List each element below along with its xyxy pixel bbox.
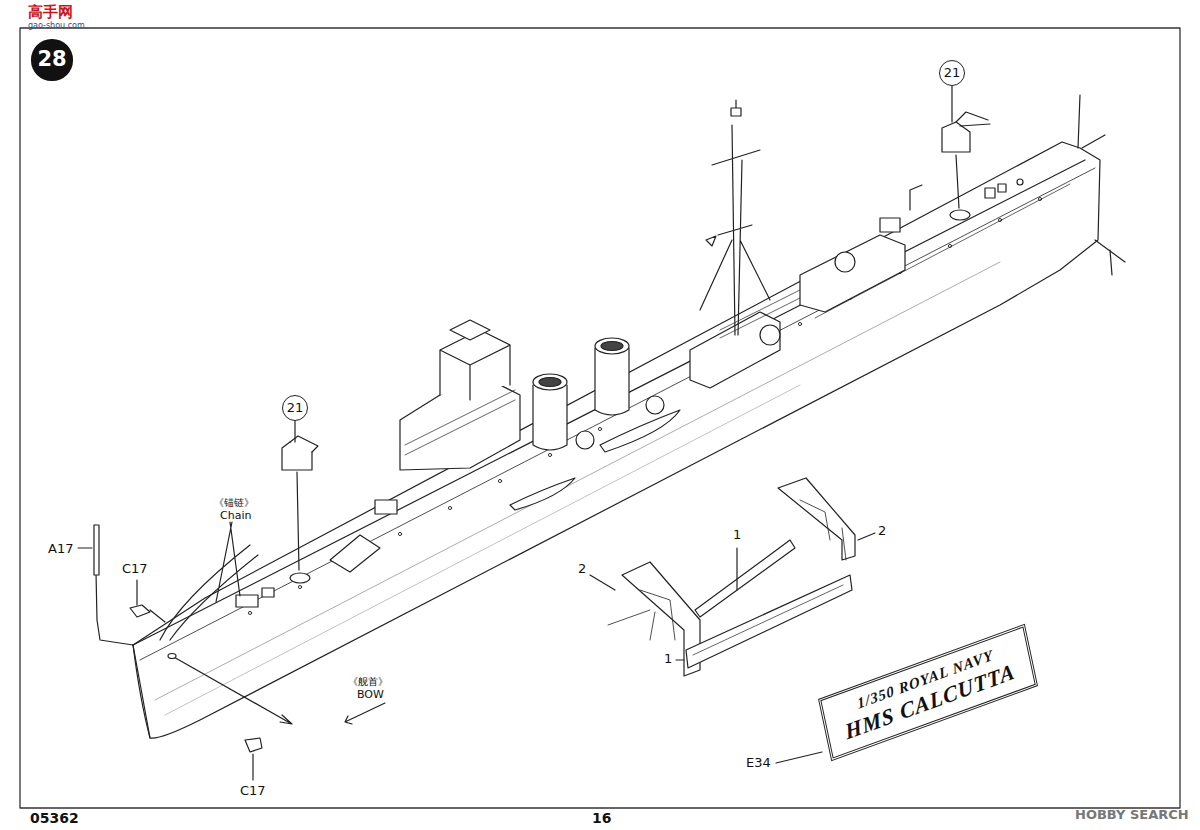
aa-gun [760,325,780,345]
stand-rail [695,540,795,617]
node-text: 28 [37,48,66,71]
bow-arrow [345,703,385,724]
anchor-part [245,738,262,752]
bridge-tower [440,330,510,400]
leader-line [78,547,92,548]
railing [720,290,800,338]
node-text: 21 [944,66,961,80]
bow-stem [133,645,150,738]
callout-number: 21 [282,395,309,422]
node-text: 21 [287,401,304,415]
deck-fitting [985,188,995,198]
hawse-pipe [168,654,176,659]
turret-ring [290,573,310,583]
breakwater [330,535,380,572]
watermark: gao-shou.com [28,22,85,31]
funnel [595,348,629,415]
leader-line [137,580,165,622]
part-number: 1 [733,528,741,542]
turret-part [956,112,990,126]
funnel [533,385,567,450]
page-number: 16 [592,811,611,826]
part-number: C17 [240,784,266,798]
leader-line [650,528,846,640]
director [450,320,490,340]
mast [700,100,770,335]
deck-edge [133,160,1085,645]
aa-gun [646,396,664,414]
ship-boat [600,410,680,452]
leader-line [252,754,253,780]
part-number: A17 [48,542,73,556]
mast-top [731,108,741,116]
anchor-gear [236,595,258,607]
leader-line [172,656,292,724]
hull-line [140,168,1095,660]
jackstaff-part [95,525,133,645]
part-number: 2 [578,562,586,576]
anchor-gear [262,588,274,597]
page-frame [20,28,1180,808]
stand-support [608,590,675,640]
deck-fitting [1017,179,1023,185]
funnel-cap [601,342,623,351]
jackstaff-part [94,525,99,575]
stern-staff [1078,95,1105,148]
kit-number: 05362 [30,811,79,826]
railing [405,390,515,455]
funnel-cap [539,378,561,387]
name-plate: 1/350 ROYAL NAVYHMS CALCUTTA [818,623,1038,760]
leader-line [776,752,822,763]
watermark: 高手网 [28,4,73,21]
stern-prop [1095,240,1125,275]
direction-note: BOW [357,689,384,701]
anchor-chain [160,522,258,640]
turret-part [942,122,970,152]
ventilator [910,185,922,210]
part-number: E34 [746,756,771,770]
part-note: 《锚链》 [214,497,254,508]
step-number: 28 [31,39,72,80]
leader-line [590,533,875,660]
turret-part [290,436,318,452]
stand-base [693,585,843,655]
ship-boat [510,478,575,510]
part-number: 2 [878,524,886,538]
funnel-top [533,374,567,390]
mast-star [706,236,716,246]
railing [815,184,1070,318]
leader-line [295,421,299,570]
leader-line [952,86,959,208]
hull-shading [155,262,1000,700]
aa-gun [835,252,855,272]
anchor-part [130,605,150,617]
aa-gun [576,431,594,449]
part-number: 1 [664,652,672,666]
aft-deckhouse [800,235,905,312]
direction-note: 《舰首》 [348,676,388,687]
portholes [248,197,1041,614]
funnel-top [595,338,629,354]
turret-ring [950,210,970,220]
part-note: Chain [220,510,251,522]
gun-mount [375,500,397,514]
part-number: C17 [122,562,148,576]
aft-gear [880,218,900,232]
callout-number: 21 [939,60,966,87]
stand-support [800,500,830,540]
stand-base [686,575,852,668]
deck-fitting [998,184,1006,192]
watermark: HOBBY SEARCH [1075,808,1189,822]
